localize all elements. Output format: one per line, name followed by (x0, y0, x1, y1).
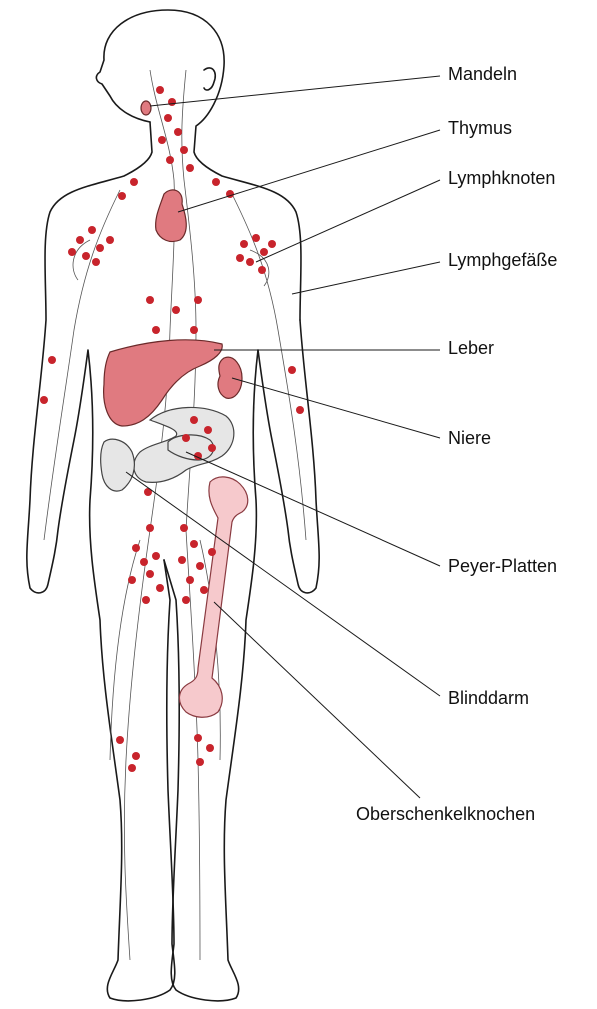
lymph-node (288, 366, 296, 374)
label-leber: Leber (448, 338, 494, 358)
lymph-node (106, 236, 114, 244)
lymph-node (132, 752, 140, 760)
lymph-node (152, 326, 160, 334)
lymph-node (88, 226, 96, 234)
lymph-node (156, 584, 164, 592)
lymph-node (208, 548, 216, 556)
lymph-node (206, 744, 214, 752)
label-peyer: Peyer-Platten (448, 556, 557, 576)
lymph-node (118, 192, 126, 200)
lymph-node (132, 544, 140, 552)
leader-oberschenkel (214, 602, 420, 798)
lymph-node (194, 296, 202, 304)
lymph-node (260, 248, 268, 256)
lymph-node (246, 258, 254, 266)
lymph-node (186, 576, 194, 584)
lymph-node (130, 178, 138, 186)
lymph-node (146, 296, 154, 304)
lymph-node (200, 586, 208, 594)
lymph-node (296, 406, 304, 414)
lymph-node (172, 306, 180, 314)
lymph-node (182, 434, 190, 442)
leader-lines (126, 76, 440, 798)
lymph-node (190, 416, 198, 424)
lymph-node (158, 136, 166, 144)
label-lymphgefaesse: Lymphgefäße (448, 250, 557, 270)
lymph-node (92, 258, 100, 266)
lymph-node (182, 596, 190, 604)
lymph-node (196, 758, 204, 766)
lymph-node (152, 552, 160, 560)
label-oberschenkel: Oberschenkelknochen (356, 804, 535, 824)
lymph-node (146, 570, 154, 578)
lymph-node (76, 236, 84, 244)
lymph-node (140, 558, 148, 566)
leader-niere (232, 378, 440, 438)
lymph-node (180, 524, 188, 532)
lymph-node (128, 764, 136, 772)
lymph-node (268, 240, 276, 248)
lymph-node (190, 540, 198, 548)
lymph-node (40, 396, 48, 404)
lymph-node (48, 356, 56, 364)
lymph-node (196, 562, 204, 570)
label-niere: Niere (448, 428, 491, 448)
labels: Mandeln Thymus Lymphknoten Lymphgefäße L… (356, 64, 557, 824)
lymph-node (174, 128, 182, 136)
label-thymus: Thymus (448, 118, 512, 138)
leader-thymus (178, 130, 440, 212)
lymph-node (164, 114, 172, 122)
lymph-node (194, 734, 202, 742)
lymph-node (128, 576, 136, 584)
lymph-node (166, 156, 174, 164)
lymph-node (180, 146, 188, 154)
leader-lymphknoten (256, 180, 440, 262)
lymph-node (96, 244, 104, 252)
leader-mandeln (150, 76, 440, 106)
lymph-node (116, 736, 124, 744)
leader-blinddarm (126, 472, 440, 696)
lymph-node (186, 164, 194, 172)
lymph-node (146, 524, 154, 532)
tonsil-organ (141, 101, 151, 115)
thymus-organ (156, 190, 187, 242)
cecum-organ (101, 439, 135, 491)
lymph-node (190, 326, 198, 334)
label-mandeln: Mandeln (448, 64, 517, 84)
lymph-node (168, 98, 176, 106)
label-blinddarm: Blinddarm (448, 688, 529, 708)
lymph-node (178, 556, 186, 564)
leader-lymphgefaesse (292, 262, 440, 294)
kidney-organ (218, 357, 242, 398)
lymph-node (142, 596, 150, 604)
lymph-node (204, 426, 212, 434)
lymph-node (240, 240, 248, 248)
lymph-node (258, 266, 266, 274)
lymph-node (156, 86, 164, 94)
lymph-node (236, 254, 244, 262)
lymph-node (252, 234, 260, 242)
lymph-node (82, 252, 90, 260)
lymph-node (208, 444, 216, 452)
label-lymphknoten: Lymphknoten (448, 168, 555, 188)
lymph-node (212, 178, 220, 186)
lymph-node (68, 248, 76, 256)
